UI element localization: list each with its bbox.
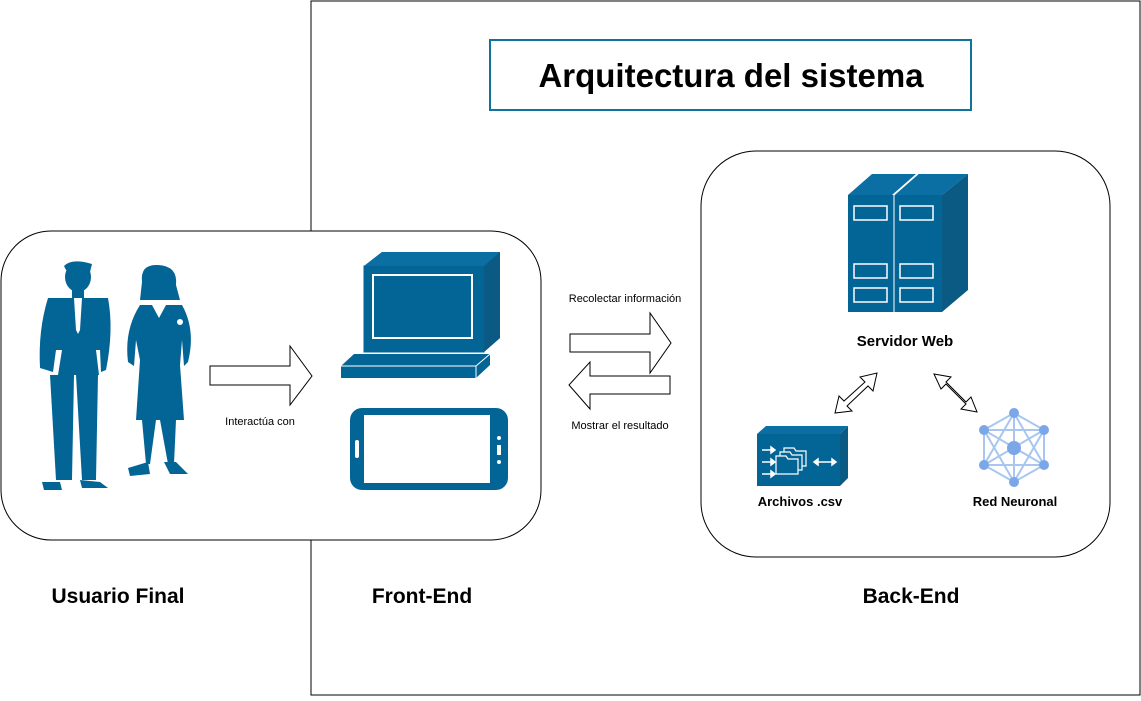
- section-user-label: Usuario Final: [51, 585, 184, 608]
- nn-label: Red Neuronal: [973, 494, 1058, 509]
- collect-arrow: [569, 311, 672, 375]
- section-backend-label: Back-End: [863, 585, 960, 608]
- title-box: [489, 39, 972, 111]
- interact-label: Interactúa con: [225, 416, 295, 428]
- interact-arrow: [209, 344, 313, 407]
- server-rack-icon: [848, 173, 968, 312]
- collect-label: Recolectar información: [569, 293, 682, 305]
- server-nn-double-arrow: [933, 373, 978, 413]
- section-frontend-label: Front-End: [372, 585, 472, 608]
- server-label: Servidor Web: [857, 333, 953, 350]
- smartphone-icon: [350, 408, 508, 490]
- show-label: Mostrar el resultado: [571, 420, 668, 432]
- diagram-title: Arquitectura del sistema: [538, 57, 924, 94]
- neural-network-icon: [979, 408, 1049, 487]
- csv-label: Archivos .csv: [758, 494, 843, 509]
- business-people-icon: [39, 261, 191, 490]
- file-storage-icon: [757, 426, 848, 486]
- desktop-computer-icon: [341, 252, 500, 378]
- server-csv-double-arrow: [834, 372, 878, 414]
- show-arrow: [568, 360, 671, 411]
